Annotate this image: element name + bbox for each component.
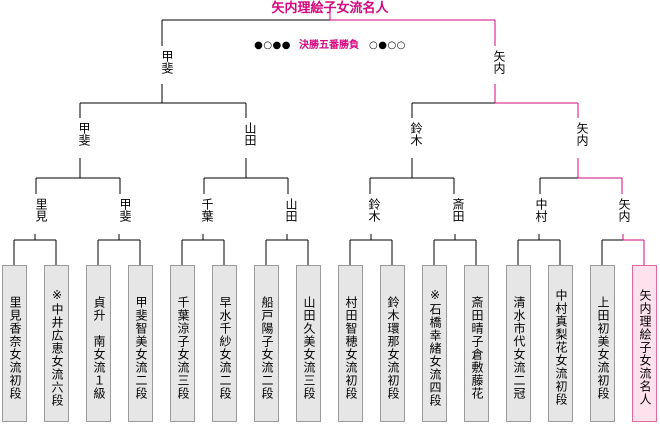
player-name: 矢内理絵子女流名人 — [638, 289, 652, 406]
final-left-record: ●○●● — [254, 40, 291, 51]
player-box-1: 里見香奈女流初段 — [2, 265, 27, 422]
player-box-4: 甲斐智美女流二段 — [128, 265, 153, 422]
round2-winner-4: 矢内 — [565, 122, 589, 146]
player-name: 千葉涼子女流三段 — [176, 295, 190, 400]
player-box-6: 早水千紗女流二段 — [212, 265, 237, 422]
player-box-11: ※石橋幸緒女流四段 — [422, 265, 447, 422]
final-result: ●○●● 決勝五番勝負 ○●○○ — [0, 38, 660, 54]
player-box-9: 村田智穂女流初段 — [338, 265, 363, 422]
round1-winner-3: 千葉 — [190, 198, 214, 222]
player-box-8: 山田久美女流三段 — [296, 265, 321, 422]
player-name: 鈴木環那女流初段 — [386, 295, 400, 400]
round1-winner-4: 山田 — [274, 198, 298, 222]
round1-winner-1: 里見 — [24, 198, 48, 222]
player-box-5: 千葉涼子女流三段 — [170, 265, 195, 422]
player-name: 山田久美女流三段 — [302, 295, 316, 400]
player-name: 清水市代女流二冠 — [512, 295, 526, 400]
player-box-15: 上田初美女流初段 — [590, 265, 615, 422]
round2-winner-1: 甲斐 — [67, 122, 91, 146]
player-box-3: 貞升 南女流１級 — [86, 265, 111, 422]
champion-title: 矢内理絵子女流名人 — [271, 1, 389, 16]
final-series-label: 決勝五番勝負 — [299, 40, 359, 51]
player-name: 中村真梨花女流初段 — [554, 289, 568, 406]
player-box-12: 斎田晴子倉敷藤花 — [464, 265, 489, 422]
round1-winner-7: 中村 — [524, 198, 548, 222]
round1-winner-6: 斎田 — [441, 198, 465, 222]
player-name: 里見香奈女流初段 — [8, 295, 22, 400]
player-box-13: 清水市代女流二冠 — [506, 265, 531, 422]
round1-winner-5: 鈴木 — [357, 198, 381, 222]
semifinal-winner-2: 矢内 — [482, 50, 506, 74]
player-name: 早水千紗女流二段 — [218, 295, 232, 400]
player-box-10: 鈴木環那女流初段 — [380, 265, 405, 422]
player-box-7: 船戸陽子女流二段 — [254, 265, 279, 422]
round1-winner-8: 矢内 — [607, 198, 631, 222]
round1-winner-2: 甲斐 — [108, 198, 132, 222]
player-box-14: 中村真梨花女流初段 — [548, 265, 573, 422]
player-name: 村田智穂女流初段 — [344, 295, 358, 400]
round2-winner-3: 鈴木 — [399, 122, 423, 146]
player-box-2: ※中井広恵女流六段 — [44, 265, 69, 422]
semifinal-winner-1: 甲斐 — [150, 50, 174, 74]
player-name: 甲斐智美女流二段 — [134, 295, 148, 400]
final-right-record: ○●○○ — [369, 40, 406, 51]
player-name: 貞升 南女流１級 — [92, 295, 106, 400]
round2-winner-2: 山田 — [233, 122, 257, 146]
player-name: ※中井広恵女流六段 — [50, 288, 64, 407]
player-box-champion: 矢内理絵子女流名人 — [632, 265, 657, 422]
player-name: ※石橋幸緒女流四段 — [428, 288, 442, 407]
player-name: 斎田晴子倉敷藤花 — [470, 295, 484, 400]
player-name: 船戸陽子女流二段 — [260, 295, 274, 400]
player-name: 上田初美女流初段 — [596, 295, 610, 400]
